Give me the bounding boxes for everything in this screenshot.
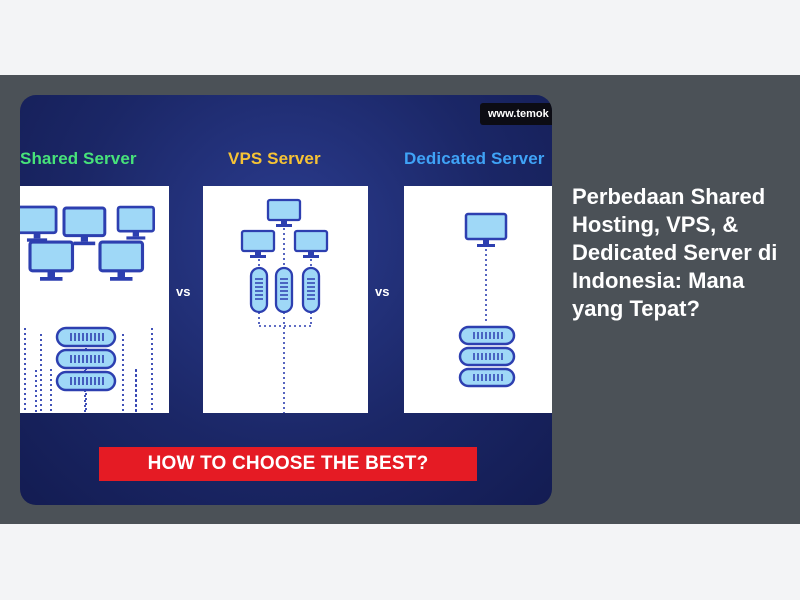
vs-label: vs: [375, 284, 390, 299]
article-title-link[interactable]: Perbedaan Shared Hosting, VPS, & Dedicat…: [572, 184, 778, 321]
vs-label: vs: [176, 284, 191, 299]
dedicated-server-title: Dedicated Server: [404, 149, 545, 168]
vps-server-diagram: [240, 198, 329, 413]
shared-server-title: Shared Server: [20, 149, 137, 168]
how-to-choose-banner: HOW TO CHOOSE THE BEST?: [99, 447, 477, 481]
vps-server-panel: [203, 186, 368, 413]
server-stack-icon: [458, 325, 516, 388]
dedicated-server-diagram: [458, 212, 516, 388]
shared-server-panel: [20, 186, 169, 413]
vps-server-title: VPS Server: [228, 149, 321, 168]
dedicated-server-panel: [404, 186, 552, 413]
article-thumbnail[interactable]: www.temok Shared Server VPS Server Dedic…: [20, 95, 552, 505]
monitor-icon: [464, 212, 508, 247]
shared-server-diagram: [20, 205, 156, 413]
brand-watermark: www.temok: [480, 103, 552, 125]
